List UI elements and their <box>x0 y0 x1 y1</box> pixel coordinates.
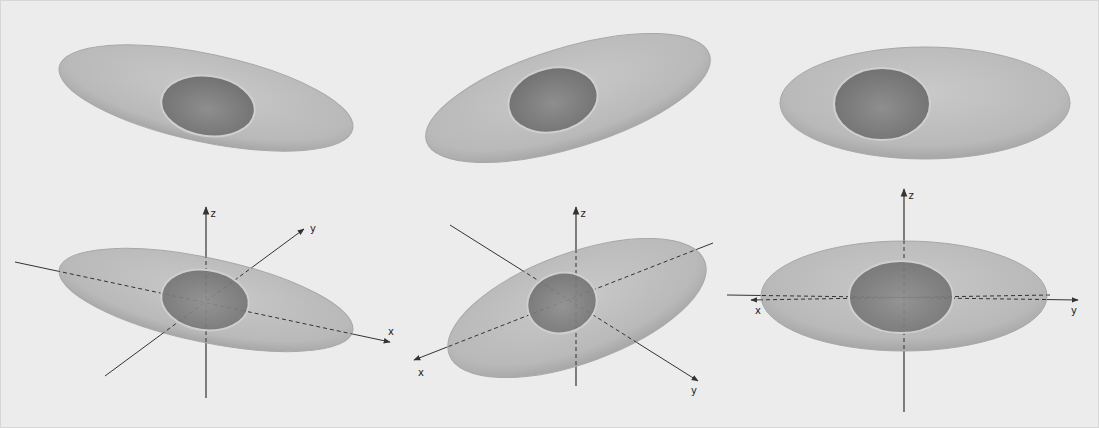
hidden-axes <box>414 207 713 386</box>
axis-label: y <box>1071 306 1077 316</box>
x-axis-dashed <box>414 243 713 360</box>
inner-ellipsoid <box>834 68 930 140</box>
y-axis-dashed <box>450 225 698 381</box>
x-axis <box>15 262 390 342</box>
axis-label: z <box>908 191 913 201</box>
ellipsoid-top-1 <box>50 24 362 172</box>
x-axis-dashed <box>15 262 390 342</box>
inner-ellipsoid <box>849 261 953 333</box>
axis-label: z <box>580 209 585 219</box>
axis-label: x <box>418 368 424 378</box>
outer-ellipsoid <box>51 228 362 373</box>
axis-label: x <box>755 306 761 316</box>
outer-ellipsoid <box>50 24 362 172</box>
hidden-axes <box>727 189 1078 412</box>
axis-label: y <box>310 224 316 234</box>
outer-ellipsoid <box>412 7 724 189</box>
ellipsoid-top-2 <box>412 7 724 189</box>
axis-label: z <box>210 209 215 219</box>
inner-ellipsoid <box>502 59 603 140</box>
axis-label: y <box>691 386 697 396</box>
ellipsoid-axes-3 <box>727 189 1078 412</box>
outer-ellipsoid <box>430 210 723 406</box>
ellipsoid-top-3 <box>780 47 1070 159</box>
ellipsoid-axes-2 <box>414 207 724 406</box>
inner-ellipsoid <box>520 265 603 341</box>
inner-ellipsoid <box>157 70 258 142</box>
inner-ellipsoid <box>157 264 252 336</box>
y-axis-dashed <box>105 229 304 376</box>
hidden-axes <box>15 207 390 398</box>
axis-label: x <box>388 327 394 337</box>
ellipsoid-axes-1 <box>15 207 390 398</box>
outer-ellipsoid <box>780 47 1070 159</box>
